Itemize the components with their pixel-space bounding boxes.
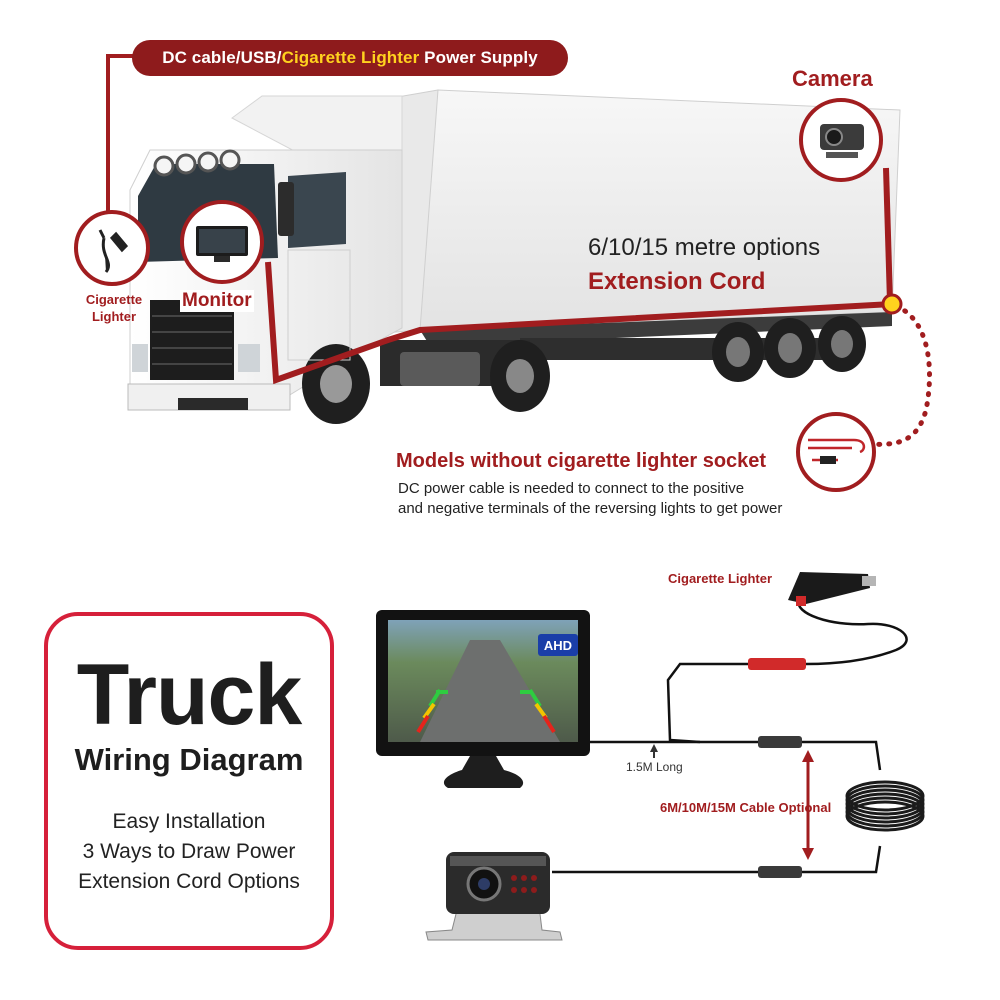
trailer-underframe xyxy=(420,312,892,346)
camera-down-line xyxy=(883,167,893,303)
monitor-illustration: AHD xyxy=(376,610,590,788)
cable-length-arrow xyxy=(802,750,814,860)
metre-options-label: 6/10/15 metre options xyxy=(588,234,821,261)
cab-mirror xyxy=(278,182,294,236)
cig-plug-callout-icon xyxy=(98,229,129,273)
banner-text-part1: DC cable/USB/ xyxy=(162,48,282,67)
length-marker xyxy=(650,744,658,758)
cigarette-lighter-diagram-label: Cigarette Lighter xyxy=(668,571,773,586)
junction-dot xyxy=(881,293,903,315)
dotted-dc-line xyxy=(867,303,932,447)
trailer-wheels xyxy=(712,316,866,382)
monitor-stand xyxy=(443,756,524,788)
cab-grille xyxy=(150,300,234,380)
camera-label: Camera xyxy=(792,66,873,91)
camera-ir-leds xyxy=(511,875,537,893)
title-box xyxy=(44,612,334,950)
cable-optional-label: 6M/10M/15M Cable Optional xyxy=(660,800,832,815)
feature-power-ways: 3 Ways to Draw Power xyxy=(82,840,296,863)
coiled-extension-cable xyxy=(845,780,925,832)
cigarette-lighter-cord xyxy=(796,601,908,666)
cab-roof-spoiler xyxy=(231,95,403,155)
monitor-power-branch xyxy=(666,662,748,744)
feature-extension-options: Extension Cord Options xyxy=(78,870,300,893)
tractor-front-hub xyxy=(320,365,352,403)
monitor-label: Monitor xyxy=(180,290,254,312)
title-truck: Truck xyxy=(76,647,302,743)
grille-slats xyxy=(152,315,232,365)
cigarette-lighter-label: Cigarette Lighter xyxy=(78,291,150,325)
bottom-wiring xyxy=(552,601,908,874)
dc-power-description-line2: and negative terminals of the reversing … xyxy=(398,500,783,517)
monitor-to-trailer-line xyxy=(265,261,893,385)
extension-cord-label: Extension Cord xyxy=(588,268,766,295)
camera-bracket xyxy=(425,913,563,941)
dc-power-description: DC power cable is needed to connect to t… xyxy=(398,479,858,519)
extension-cable-right xyxy=(800,740,882,771)
rear-camera-illustration xyxy=(425,852,563,941)
callout-cigarette-lighter xyxy=(74,210,150,286)
roof-spotlights xyxy=(153,149,241,177)
camera-ext-connector xyxy=(758,866,802,878)
camera-lens-glass xyxy=(478,878,490,890)
fuel-tank xyxy=(400,352,480,386)
cab-side-window xyxy=(288,172,346,248)
models-without-socket-heading: Models without cigarette lighter socket xyxy=(396,450,767,472)
cable-connectors xyxy=(748,658,806,878)
top-wiring xyxy=(106,54,932,447)
bumper-dark-strip xyxy=(178,398,248,410)
power-feed-line xyxy=(106,54,134,220)
callout-camera xyxy=(799,98,883,182)
cigarette-lighter-plug xyxy=(788,572,876,606)
dc-power-description-line1: DC power cable is needed to connect to t… xyxy=(398,480,745,497)
ahd-badge-text: AHD xyxy=(544,638,572,653)
title-wiring-diagram: Wiring Diagram xyxy=(74,742,304,777)
feature-easy-installation: Easy Installation xyxy=(112,810,266,833)
camera-visor xyxy=(450,856,546,866)
monitor-cable-length-label: 1.5M Long xyxy=(626,760,683,774)
callout-monitor xyxy=(180,200,264,284)
cigarette-lighter-label-line2: Lighter xyxy=(91,309,137,324)
cab-headlight-right xyxy=(238,344,260,372)
cab-step xyxy=(287,249,351,361)
callout-dc-cable xyxy=(796,412,876,492)
monitor-ext-connector xyxy=(758,736,802,748)
cab-headlight-left xyxy=(132,344,148,372)
tractor-rear-hub xyxy=(506,359,534,393)
parking-guide-lines xyxy=(416,688,556,734)
banner-text-highlight: Cigarette Lighter xyxy=(281,48,420,67)
banner-text-part3: Power Supply xyxy=(419,48,538,67)
power-connector xyxy=(748,658,806,670)
ahd-badge-bg xyxy=(538,634,578,656)
monitor-road xyxy=(420,640,560,742)
camera-cable-right xyxy=(800,845,882,874)
power-supply-banner: DC cable/USB/Cigarette Lighter Power Sup… xyxy=(132,40,568,76)
cigarette-lighter-label-line1: Cigarette xyxy=(85,292,143,307)
